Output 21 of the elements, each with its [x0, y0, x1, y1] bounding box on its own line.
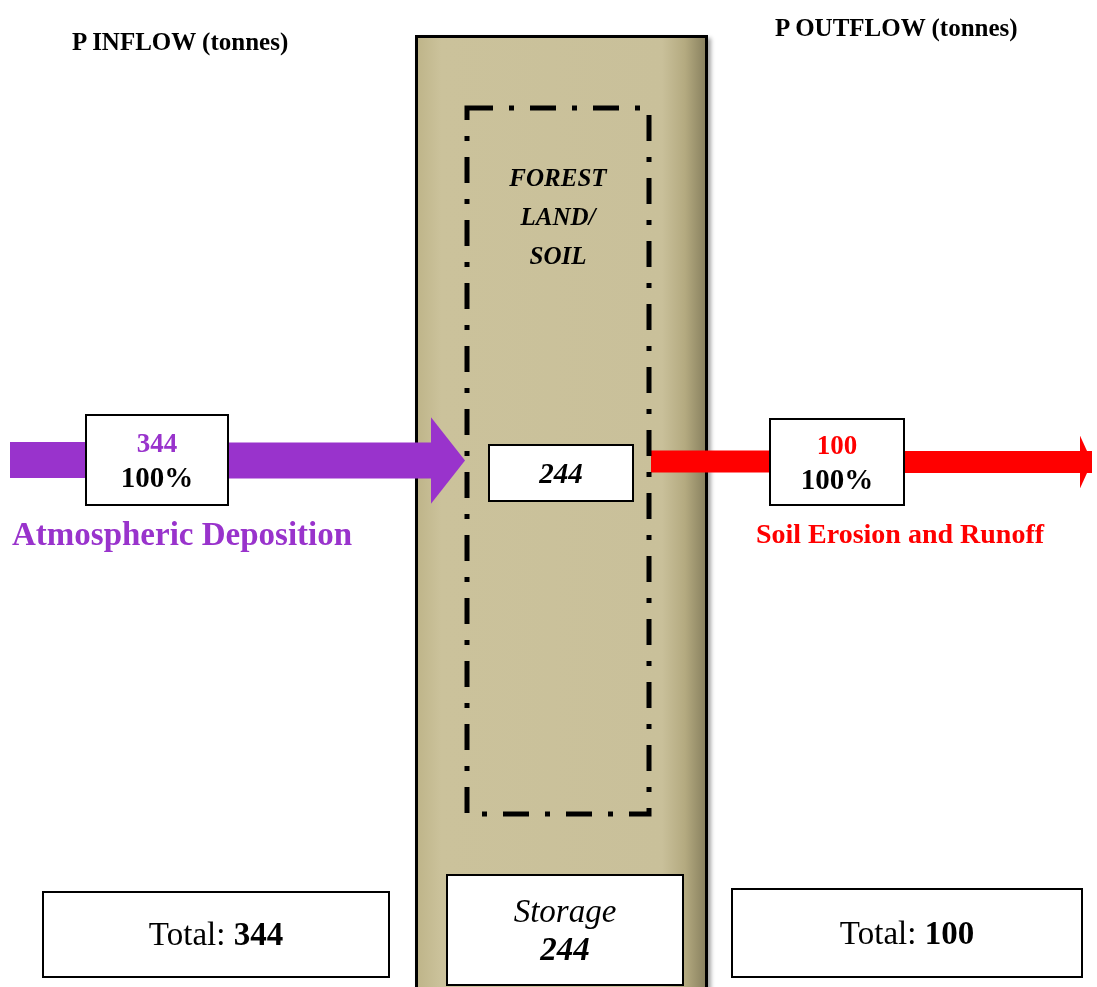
- flow-arrow: [229, 417, 465, 504]
- storage-box: [446, 874, 684, 986]
- column-heading: P OUTFLOW (tonnes): [775, 14, 1018, 42]
- flow-name: Atmospheric Deposition: [12, 515, 353, 554]
- flow-arrow: [905, 435, 1092, 489]
- zone-label: FOREST LAND/ SOIL: [508, 163, 609, 271]
- flow-value-box: [769, 418, 905, 506]
- value-box: 244: [488, 444, 634, 502]
- flow-value: 100: [816, 429, 858, 462]
- flow-value: 100%: [120, 460, 194, 494]
- column-heading: P INFLOW (tonnes): [72, 28, 289, 56]
- storage-text: 244: [540, 930, 590, 968]
- flow-value-box: [85, 414, 229, 506]
- total-box: Total: 100: [731, 888, 1083, 978]
- storage-column: [415, 35, 708, 987]
- flow-value: 344: [136, 427, 178, 460]
- flow-value: 100%: [800, 462, 874, 496]
- storage-text: Storage: [513, 892, 617, 930]
- total-box: Total: 344: [42, 891, 390, 978]
- dash-dot-boundary: [465, 106, 651, 816]
- flow-name: Soil Erosion and Runoff: [754, 517, 1046, 551]
